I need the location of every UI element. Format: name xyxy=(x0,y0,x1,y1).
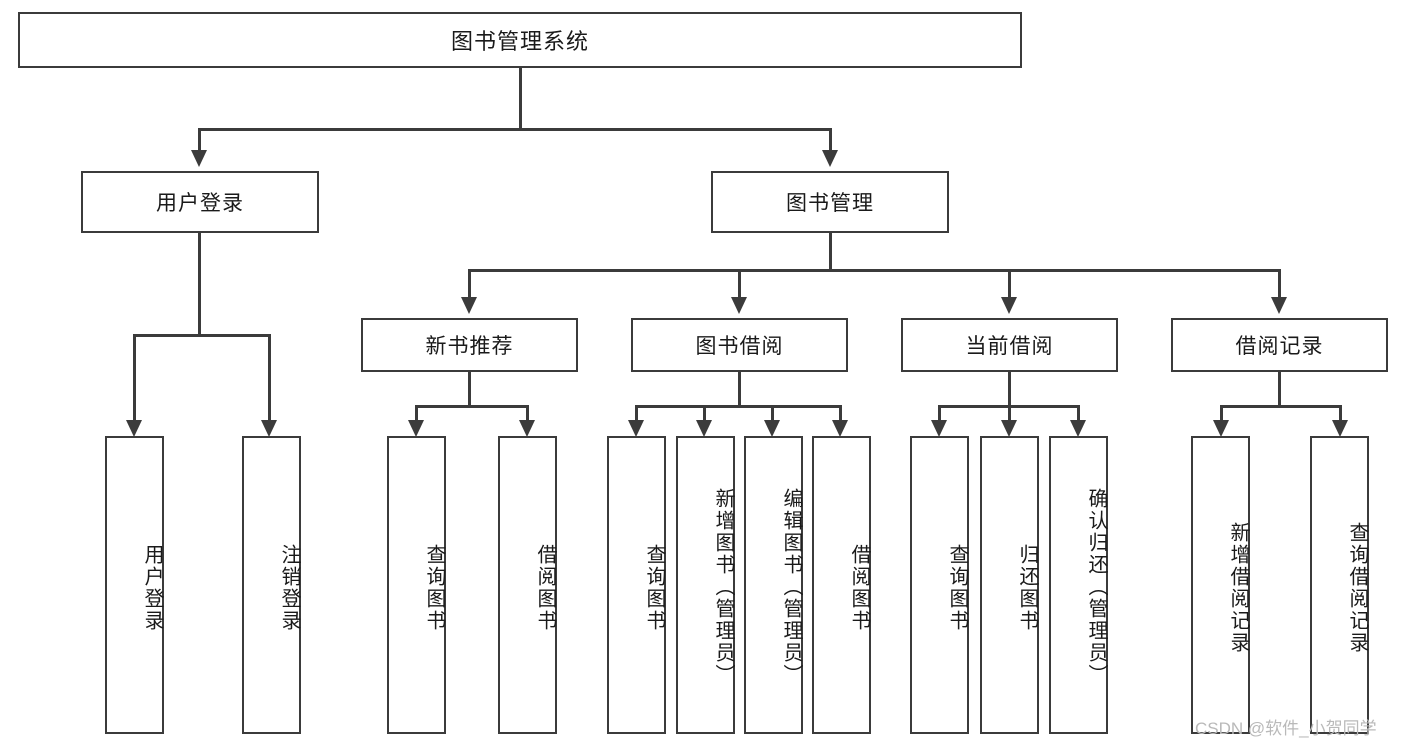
connector-root-to-user-login xyxy=(198,128,201,150)
leaf-borrow-book-recommend[interactable]: 借阅图书 xyxy=(498,436,557,734)
leaf-borrow-book-borrow[interactable]: 借阅图书 xyxy=(812,436,871,734)
node-label: 归还图书 xyxy=(1016,544,1038,632)
connector-user-login-leaf2 xyxy=(268,334,271,420)
arrow-bm-to-current-borrow xyxy=(1001,297,1017,314)
connector-book-borrow-stem xyxy=(738,372,741,407)
node-label: 新增借阅记录 xyxy=(1227,522,1249,654)
node-user-login[interactable]: 用户登录 xyxy=(81,171,319,233)
leaf-query-book-current[interactable]: 查询图书 xyxy=(910,436,969,734)
leaf-add-borrow-record[interactable]: 新增借阅记录 xyxy=(1191,436,1250,734)
connector-bb-leaf3 xyxy=(771,405,774,420)
leaf-logout-login[interactable]: 注销登录 xyxy=(242,436,301,734)
arrow-user-login-leaf2 xyxy=(261,420,277,437)
connector-nbr-leaf2 xyxy=(526,405,529,420)
connector-root-stem xyxy=(519,68,522,130)
connector-current-borrow-stem xyxy=(1008,372,1011,407)
node-label: 当前借阅 xyxy=(965,335,1054,358)
node-label: 图书借阅 xyxy=(695,335,784,358)
node-label: 借阅记录 xyxy=(1235,335,1324,358)
arrow-bm-to-book-borrow xyxy=(731,297,747,314)
node-label: 新书推荐 xyxy=(425,335,514,358)
node-label: 查询图书 xyxy=(643,544,665,632)
node-book-borrow[interactable]: 图书借阅 xyxy=(631,318,848,372)
arrow-bb-leaf3 xyxy=(764,420,780,437)
node-label: 注销登录 xyxy=(278,544,300,632)
leaf-query-book-borrow[interactable]: 查询图书 xyxy=(607,436,666,734)
connector-bb-leaf4 xyxy=(839,405,842,420)
arrow-cb-leaf1 xyxy=(931,420,947,437)
node-label: 图书管理系统 xyxy=(450,29,589,54)
arrow-bm-to-borrow-record xyxy=(1271,297,1287,314)
connector-borrow-record-stem xyxy=(1278,372,1281,407)
connector-user-login-bus xyxy=(133,334,271,337)
arrow-user-login-leaf1 xyxy=(126,420,142,437)
connector-br-leaf1 xyxy=(1220,405,1223,420)
arrow-cb-leaf2 xyxy=(1001,420,1017,437)
connector-br-leaf2 xyxy=(1339,405,1342,420)
connector-bm-to-borrow-record xyxy=(1278,269,1281,297)
node-new-book-recommend[interactable]: 新书推荐 xyxy=(361,318,578,372)
node-book-management[interactable]: 图书管理 xyxy=(711,171,949,233)
arrow-bm-to-new-book-recommend xyxy=(461,297,477,314)
node-label: 查询图书 xyxy=(946,544,968,632)
connector-new-book-recommend-bus xyxy=(415,405,529,408)
connector-book-management-bus xyxy=(468,269,1281,272)
node-label: 用户登录 xyxy=(141,544,163,632)
leaf-add-book-admin[interactable]: 新增图书（管理员） xyxy=(676,436,735,734)
connector-root-bus xyxy=(198,128,832,131)
arrow-br-leaf1 xyxy=(1213,420,1229,437)
connector-borrow-record-bus xyxy=(1220,405,1342,408)
arrow-bb-leaf2 xyxy=(696,420,712,437)
connector-cb-leaf2 xyxy=(1008,405,1011,420)
connector-user-login-leaf1 xyxy=(133,334,136,420)
connector-bm-to-book-borrow xyxy=(738,269,741,297)
arrow-bb-leaf1 xyxy=(628,420,644,437)
node-label: 查询图书 xyxy=(423,544,445,632)
connector-root-to-book-management xyxy=(829,128,832,150)
node-current-borrow[interactable]: 当前借阅 xyxy=(901,318,1118,372)
connector-bm-to-current-borrow xyxy=(1008,269,1011,297)
connector-cb-leaf3 xyxy=(1077,405,1080,420)
arrow-nbr-leaf1 xyxy=(408,420,424,437)
arrow-bb-leaf4 xyxy=(832,420,848,437)
connector-nbr-leaf1 xyxy=(415,405,418,420)
node-root-book-management-system[interactable]: 图书管理系统 xyxy=(18,12,1022,68)
arrow-root-to-user-login xyxy=(191,150,207,167)
leaf-query-borrow-record[interactable]: 查询借阅记录 xyxy=(1310,436,1369,734)
arrow-cb-leaf3 xyxy=(1070,420,1086,437)
connector-bb-leaf2 xyxy=(703,405,706,420)
node-label: 查询借阅记录 xyxy=(1346,522,1368,654)
node-label: 借阅图书 xyxy=(534,544,556,632)
node-label: 确认归还（管理员） xyxy=(1085,488,1107,686)
arrow-br-leaf2 xyxy=(1332,420,1348,437)
leaf-return-book[interactable]: 归还图书 xyxy=(980,436,1039,734)
node-label: 借阅图书 xyxy=(848,544,870,632)
connector-bm-to-new-book-recommend xyxy=(468,269,471,297)
connector-user-login-stem xyxy=(198,233,201,336)
leaf-query-book-recommend[interactable]: 查询图书 xyxy=(387,436,446,734)
connector-bb-leaf1 xyxy=(635,405,638,420)
connector-book-borrow-bus xyxy=(635,405,842,408)
arrow-root-to-book-management xyxy=(822,150,838,167)
node-label: 新增图书（管理员） xyxy=(712,488,734,686)
connector-cb-leaf1 xyxy=(938,405,941,420)
leaf-confirm-return-admin[interactable]: 确认归还（管理员） xyxy=(1049,436,1108,734)
leaf-user-login[interactable]: 用户登录 xyxy=(105,436,164,734)
leaf-edit-book-admin[interactable]: 编辑图书（管理员） xyxy=(744,436,803,734)
node-label: 图书管理 xyxy=(786,192,874,215)
connector-new-book-recommend-stem xyxy=(468,372,471,407)
node-label: 编辑图书（管理员） xyxy=(780,488,802,686)
node-label: 用户登录 xyxy=(156,192,244,215)
node-borrow-record[interactable]: 借阅记录 xyxy=(1171,318,1388,372)
arrow-nbr-leaf2 xyxy=(519,420,535,437)
connector-book-management-stem xyxy=(829,233,832,271)
